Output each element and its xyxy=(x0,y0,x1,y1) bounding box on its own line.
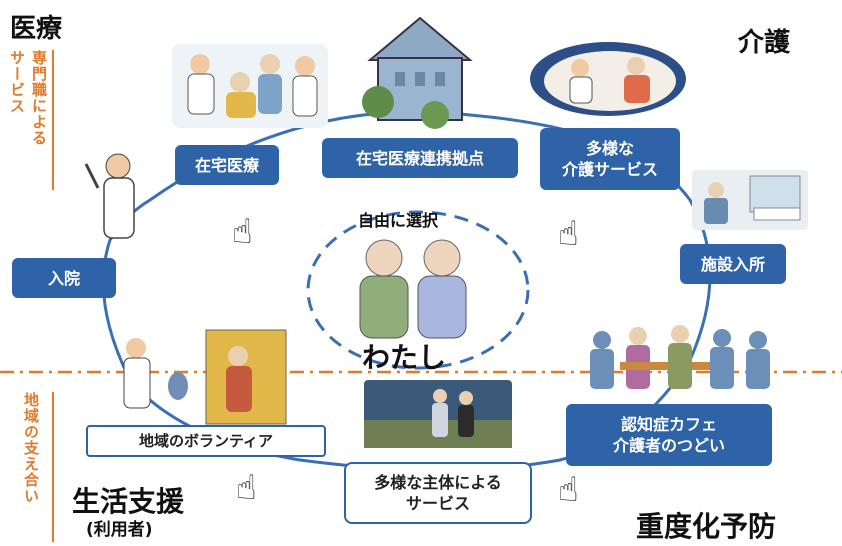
diverse-care-line1: 多様な xyxy=(585,139,634,158)
dementia-cafe-box: 認知症カフェ 介護者のつどい xyxy=(566,404,772,466)
diverse-actors-line1: 多様な主体による xyxy=(374,473,502,492)
dementia-cafe-illustration xyxy=(590,325,770,389)
house-illustration xyxy=(362,16,473,129)
pointer-hand-icon: ☝ xyxy=(236,468,257,508)
home-visit-illustration xyxy=(172,44,328,128)
care-illustration xyxy=(530,42,686,116)
diverse-care-box: 多様な 介護サービス xyxy=(540,128,680,190)
prevention-heading: 重度化予防 xyxy=(636,510,777,543)
life-support-heading: 生活支援 xyxy=(72,485,185,518)
volunteer-box: 地域のボランティア xyxy=(86,425,326,457)
medical-heading: 医療 xyxy=(10,14,63,44)
professional-label: 専門職による xyxy=(30,50,48,146)
home-medical-hub-box: 在宅医療連携拠点 xyxy=(322,138,518,178)
pointer-hand-icon: ☝ xyxy=(558,214,579,254)
user-note: (利用者) xyxy=(86,520,153,540)
community-label: 地域の支え合い xyxy=(22,392,40,504)
volunteer-illustration xyxy=(123,329,287,425)
community-bar xyxy=(52,392,54,542)
doctor-illustration xyxy=(84,153,135,239)
pointer-hand-icon: ☝ xyxy=(232,212,253,252)
me-label: わたし xyxy=(362,341,447,374)
walking-illustration xyxy=(364,380,512,448)
service-label: サービス xyxy=(8,50,26,114)
diverse-actors-box: 多様な主体による サービス xyxy=(344,462,532,524)
facility-box: 施設入所 xyxy=(680,244,786,284)
elderly-couple-illustration xyxy=(359,239,467,339)
diverse-care-line2: 介護サービス xyxy=(561,160,658,179)
dementia-cafe-line2: 介護者のつどい xyxy=(612,436,725,455)
dementia-cafe-line1: 認知症カフェ xyxy=(620,415,717,434)
hospital-box: 入院 xyxy=(12,258,116,298)
pointer-hand-icon: ☝ xyxy=(558,470,579,510)
care-heading: 介護 xyxy=(738,28,791,58)
free-choice-label: 自由に選択 xyxy=(358,211,439,230)
center-dashed-ellipse xyxy=(306,210,530,370)
home-medical-box: 在宅医療 xyxy=(175,145,279,185)
professional-bar xyxy=(52,50,54,190)
facility-illustration xyxy=(692,170,808,230)
diverse-actors-line2: サービス xyxy=(405,494,470,513)
